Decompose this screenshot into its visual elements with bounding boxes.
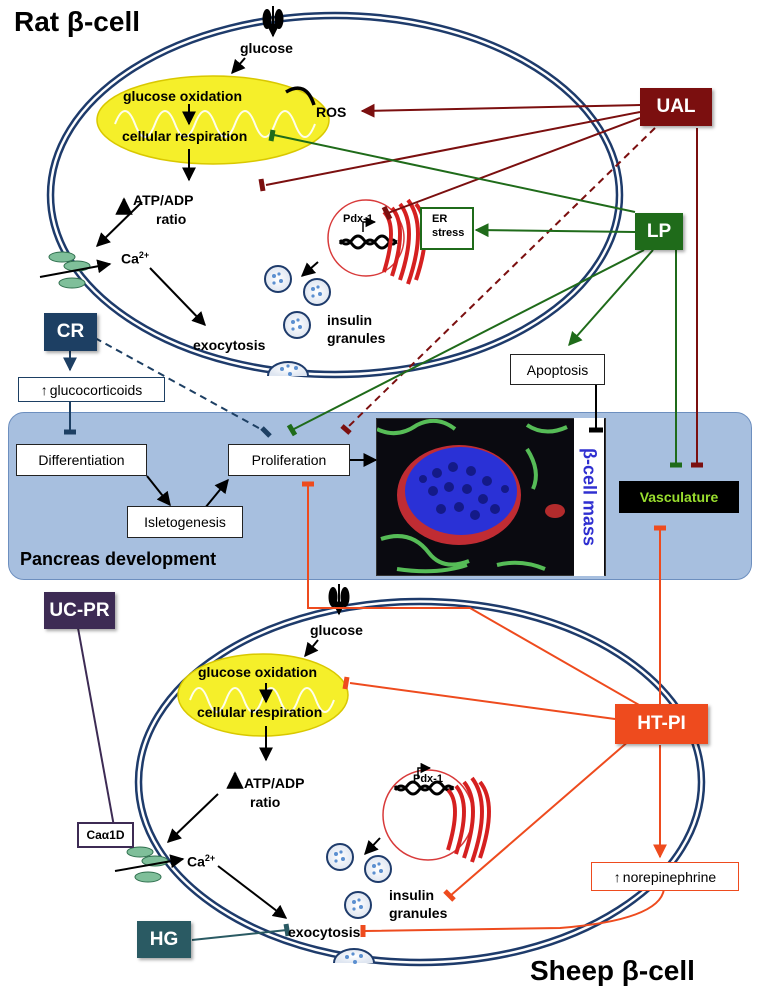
top-ca-label: Ca2+ bbox=[121, 250, 150, 267]
bottom-ca-label: Ca2+ bbox=[187, 853, 216, 870]
glucocorticoids-box: ↑glucocorticoids bbox=[18, 377, 165, 402]
top-glucose-oxidation-label: glucose oxidation bbox=[123, 88, 243, 104]
top-atp-adp-label: ATP/ADP bbox=[133, 192, 194, 208]
cava1d-box: Caα1D bbox=[77, 822, 134, 848]
rat-cell-inner-membrane bbox=[51, 16, 619, 374]
bottom-cellular-respiration-label: cellular respiration bbox=[197, 704, 323, 720]
top-pdx1-label: Pdx-1 bbox=[343, 213, 373, 225]
bottom-pdx1-label: Pdx-1 bbox=[413, 773, 443, 785]
beta-cell-mass-label: β-cell mass bbox=[579, 447, 600, 547]
up-arrow-icon: ↑ bbox=[613, 868, 621, 885]
top-granules-label: granules bbox=[327, 330, 386, 346]
differentiation-box: Differentiation bbox=[16, 444, 147, 476]
up-arrow-icon: ↑ bbox=[40, 381, 48, 398]
htpi-tag: HT-PI bbox=[615, 704, 708, 744]
sheep-cell-outer-membrane bbox=[134, 597, 706, 967]
cr-tag: CR bbox=[44, 313, 97, 351]
ual-tag: UAL bbox=[640, 88, 712, 126]
top-ratio-label: ratio bbox=[156, 211, 187, 227]
calcium-channel-icon bbox=[39, 251, 112, 289]
sheep-beta-cell-title: Sheep β-cell bbox=[530, 955, 695, 986]
top-exocytosis-label: exocytosis bbox=[193, 337, 266, 353]
islet-micrograph bbox=[376, 418, 606, 576]
insulin-granule-icon bbox=[326, 843, 392, 964]
lp-tag: LP bbox=[635, 213, 683, 250]
beta-cell-mass-bar bbox=[574, 418, 604, 576]
proliferation-box: Proliferation bbox=[228, 444, 350, 476]
mitochondrion-icon bbox=[96, 75, 330, 165]
calcium-channel-icon bbox=[114, 846, 185, 883]
rat-beta-cell-title: Rat β-cell bbox=[14, 6, 141, 37]
bottom-glucose-label: glucose bbox=[310, 622, 363, 638]
bottom-granules-label: granules bbox=[389, 905, 448, 921]
nucleus-dna-icon bbox=[327, 199, 405, 277]
endoplasmic-reticulum-icon bbox=[446, 776, 491, 863]
isletogenesis-box: Isletogenesis bbox=[127, 506, 243, 538]
top-glucose-label: glucose bbox=[240, 40, 293, 56]
bottom-atp-adp-label: ATP/ADP bbox=[244, 775, 305, 791]
norepinephrine-box: ↑norepinephrine bbox=[591, 862, 739, 891]
bottom-insulin-label: insulin bbox=[389, 887, 435, 903]
ion-channel-icon bbox=[262, 6, 284, 38]
vasculature-box: Vasculature bbox=[619, 481, 739, 513]
hg-tag: HG bbox=[137, 921, 191, 958]
er-stress-line2: stress bbox=[432, 227, 465, 239]
top-cellular-respiration-label: cellular respiration bbox=[122, 128, 248, 144]
er-stress-line1: ER bbox=[432, 213, 448, 225]
bottom-glucose-oxidation-label: glucose oxidation bbox=[198, 664, 318, 680]
pancreas-development-label: Pancreas development bbox=[20, 549, 217, 569]
bottom-exocytosis-label: exocytosis bbox=[288, 924, 361, 940]
ucpr-tag: UC-PR bbox=[44, 592, 115, 629]
bottom-ratio-label: ratio bbox=[250, 794, 281, 810]
sheep-cell-inner-membrane bbox=[139, 602, 701, 962]
ion-channel-icon bbox=[328, 584, 350, 616]
insulin-granule-icon bbox=[264, 265, 331, 377]
ros-label: ROS bbox=[316, 104, 347, 120]
apoptosis-box: Apoptosis bbox=[510, 354, 605, 385]
top-insulin-label: insulin bbox=[327, 312, 373, 328]
er-stress-box: ER stress bbox=[420, 207, 474, 250]
rat-cell-outer-membrane bbox=[46, 11, 624, 379]
